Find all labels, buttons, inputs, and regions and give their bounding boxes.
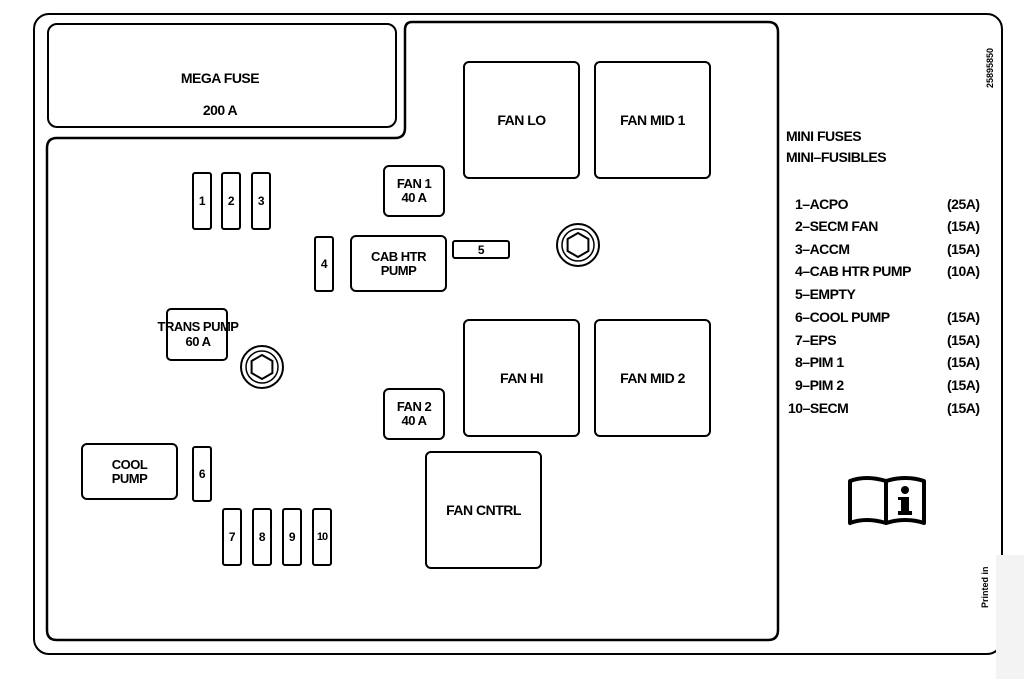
- relay-cool-pump: COOL PUMP: [81, 443, 178, 500]
- legend-item: 1–ACPO (25A): [795, 196, 980, 212]
- relay-fan-mid-2: FAN MID 2: [594, 319, 711, 437]
- hex-bolt-icon: [240, 345, 284, 389]
- mega-fuse-compartment: [47, 23, 397, 128]
- printed-in-text: Printed in: [980, 566, 990, 608]
- fuse-fan-2: FAN 2 40 A: [383, 388, 445, 440]
- legend-item: 3–ACCM (15A): [795, 241, 980, 257]
- mini-fuse-5: 5: [452, 240, 510, 259]
- mini-fuse-7: 7: [222, 508, 242, 566]
- legend-item: 2–SECM FAN (15A): [795, 218, 980, 234]
- edge-fade: [996, 555, 1024, 679]
- mini-fuse-2: 2: [221, 172, 241, 230]
- mini-fuse-10: 10: [312, 508, 332, 566]
- label-outer-frame: [33, 13, 1003, 655]
- fuse-trans-pump-body: [166, 308, 228, 361]
- mega-fuse-label: MEGA FUSE 200 A: [150, 54, 290, 134]
- hex-bolt-icon: [556, 223, 600, 267]
- legend-item: 5–EMPTY: [795, 286, 856, 302]
- legend-item: 4–CAB HTR PUMP (10A): [795, 263, 980, 279]
- manual-info-icon: [848, 476, 926, 525]
- fuse-trans-pump-label: TRANS PUMP 60 A: [157, 319, 239, 349]
- relay-fan-lo: FAN LO: [463, 61, 580, 179]
- mega-fuse-title: MEGA FUSE: [180, 70, 260, 86]
- mini-fuse-9: 9: [282, 508, 302, 566]
- relay-fan-mid-1: FAN MID 1: [594, 61, 711, 179]
- legend-item: 10–SECM (15A): [788, 400, 980, 416]
- part-number-code: 25895850: [985, 47, 995, 88]
- mega-fuse-rating: 200 A: [202, 102, 238, 118]
- relay-cab-htr-pump: CAB HTR PUMP: [350, 235, 447, 292]
- legend-title: MINI FUSES: [786, 128, 862, 144]
- mini-fuse-1: 1: [192, 172, 212, 230]
- legend-subtitle: MINI–FUSIBLES: [786, 149, 887, 165]
- mini-fuse-8: 8: [252, 508, 272, 566]
- legend-item: 6–COOL PUMP (15A): [795, 309, 980, 325]
- mini-fuse-6: 6: [192, 446, 212, 502]
- relay-fan-hi: FAN HI: [463, 319, 580, 437]
- mini-fuse-3: 3: [251, 172, 271, 230]
- mini-fuse-4: 4: [314, 236, 334, 292]
- legend-item: 9–PIM 2 (15A): [795, 377, 980, 393]
- fuse-fan-1: FAN 1 40 A: [383, 165, 445, 217]
- legend-item: 8–PIM 1 (15A): [795, 354, 980, 370]
- relay-fan-cntrl: FAN CNTRL: [425, 451, 542, 569]
- legend-item: 7–EPS (15A): [795, 332, 980, 348]
